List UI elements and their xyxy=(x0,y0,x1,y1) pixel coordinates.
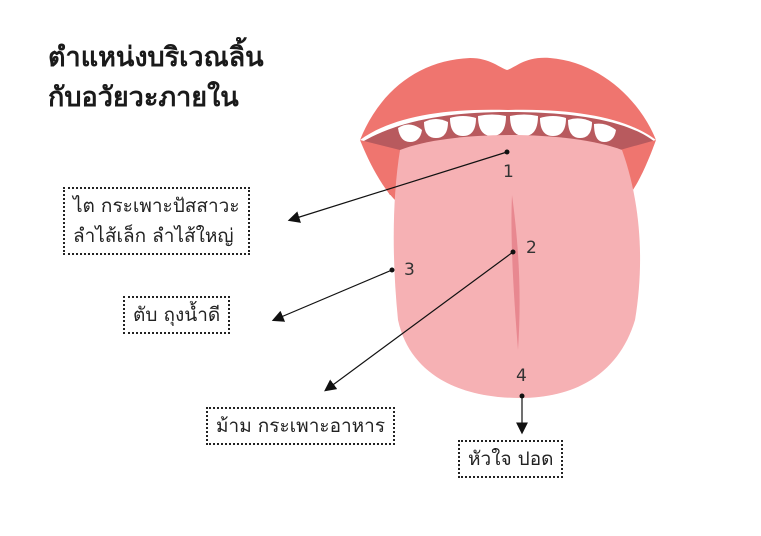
title-line-2: กับอวัยวะภายใน xyxy=(48,82,239,113)
arrow-2 xyxy=(324,251,514,392)
label-box-zone-2: ม้าม กระเพาะอาหาร xyxy=(206,407,396,445)
label-zone-1-line-1: ไต กระเพาะปัสสาวะ xyxy=(73,195,240,217)
label-box-zone-4: หัวใจ ปอด xyxy=(458,440,564,478)
teeth xyxy=(398,114,616,142)
title-line-1: ตำแหน่งบริเวณลิ้น xyxy=(48,42,264,73)
upper-lip xyxy=(360,57,656,141)
label-box-zone-3: ตับ ถุงน้ำดี xyxy=(123,296,231,334)
marker-2: 2 xyxy=(526,238,537,258)
marker-1: 1 xyxy=(503,162,514,182)
tongue-groove xyxy=(511,195,520,350)
arrow-1 xyxy=(287,151,508,223)
marker-4: 4 xyxy=(516,366,527,386)
label-zone-1-line-2: ลำไส้เล็ก ลำไส้ใหญ่ xyxy=(73,225,234,247)
marker-3: 3 xyxy=(404,260,415,280)
label-box-zone-1: ไต กระเพาะปัสสาวะ ลำไส้เล็ก ลำไส้ใหญ่ xyxy=(63,187,250,255)
arrow-3 xyxy=(271,269,393,322)
lip-corner xyxy=(360,140,400,200)
